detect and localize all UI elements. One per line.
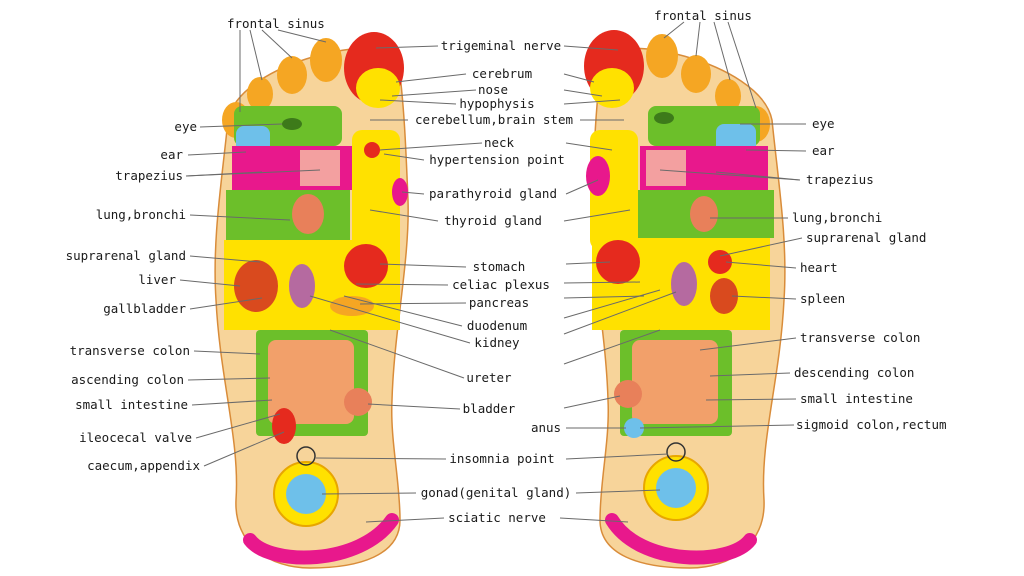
label-neck: neck [484,135,515,150]
left-sciatic-band [243,513,399,565]
label-sciatic-nerve: sciatic nerve [448,510,546,525]
left-caecum-organ [272,408,296,444]
label-right-eye: eye [812,116,835,131]
right-sciatic-band [605,513,757,565]
right-parathyroid-spot [586,156,610,196]
label-left-suprarenal-gland: suprarenal gland [66,248,186,263]
label-left-ileocecal-valve: ileocecal valve [79,430,192,445]
label-bladder: bladder [463,401,516,416]
label-left-transverse-colon: transverse colon [70,343,190,358]
right-toe-3 [681,55,711,93]
label-right-transverse-colon: transverse colon [800,330,920,345]
label-right-suprarenal-gland: suprarenal gland [806,230,926,245]
right-insomnia-ring [666,442,686,462]
label-left-eye: eye [174,119,197,134]
label-right-sigmoid-colon-rectum: sigmoid colon,rectum [796,417,947,432]
left-intestine-organ [268,340,354,424]
label-right-trapezius: trapezius [806,172,874,187]
left-shoulder-figure [300,150,340,186]
label-left-gallbladder: gallbladder [103,301,186,316]
left-gonad-inner [286,474,326,514]
label-hypertension-point: hypertension point [429,152,564,167]
right-bladder-organ [614,380,642,408]
label-left-frontal-sinus: frontal sinus [227,16,325,31]
right-gonad-inner [656,468,696,508]
left-bladder-organ [344,388,372,416]
label-nose: nose [478,82,508,97]
right-stomach-organ [596,240,640,284]
right-intestine-organ [632,340,718,424]
left-labels: frontal sinus eye ear trapezius lung,bro… [66,16,325,473]
label-thyroid-gland: thyroid gland [444,213,542,228]
right-shoulder-figure [646,150,686,186]
left-foot [214,32,409,569]
label-left-ascending-colon: ascending colon [71,372,184,387]
right-foot [584,30,786,569]
left-toe-3 [277,56,307,94]
label-cerebellum-brain-stem: cerebellum,brain stem [415,112,573,127]
right-cerebrum-area [590,68,634,108]
label-right-small-intestine: small intestine [800,391,913,406]
left-lung-band [226,190,350,240]
right-toe-2 [646,34,678,78]
label-insomnia-point: insomnia point [449,451,554,466]
left-neck-spot [364,142,380,158]
label-anus: anus [531,420,561,435]
right-anus-spot [624,418,644,438]
left-toe-2 [310,38,342,82]
label-left-caecum-appendix: caecum,appendix [87,458,200,473]
leader-lines [179,21,807,523]
label-trigeminal-nerve: trigeminal nerve [441,38,561,53]
label-kidney: kidney [474,335,520,350]
label-hypophysis: hypophysis [459,96,534,111]
label-left-lung-bronchi: lung,bronchi [96,207,186,222]
center-labels: trigeminal nerve cerebrum nose hypophysi… [415,38,573,525]
label-left-ear: ear [160,147,183,162]
label-left-liver: liver [138,272,176,287]
left-parathyroid-spot [392,178,408,206]
right-kidney-organ [671,262,697,306]
label-gonad: gonad(genital gland) [421,485,572,500]
label-pancreas: pancreas [469,295,529,310]
label-ureter: ureter [466,370,512,385]
left-eye-spot [282,118,302,130]
right-heart-organ [708,250,732,274]
label-right-frontal-sinus: frontal sinus [654,8,752,23]
left-liver-organ [234,260,278,312]
left-cerebrum-area [356,68,400,108]
right-lung-organ [690,196,718,232]
label-right-descending-colon: descending colon [794,365,914,380]
right-toe-4 [715,79,741,113]
label-right-lung-bronchi: lung,bronchi [792,210,882,225]
label-duodenum: duodenum [467,318,527,333]
label-stomach: stomach [473,259,526,274]
left-insomnia-ring [296,446,316,466]
left-spine-column [352,130,400,250]
label-left-small-intestine: small intestine [75,397,188,412]
right-eye-spot [654,112,674,124]
label-left-trapezius: trapezius [115,168,183,183]
label-right-heart: heart [800,260,838,275]
left-kidney-organ [289,264,315,308]
label-right-ear: ear [812,143,835,158]
left-stomach-organ [344,244,388,288]
right-labels: frontal sinus eye ear trapezius lung,bro… [654,8,946,432]
left-toe-4 [247,77,273,111]
label-parathyroid-gland: parathyroid gland [429,186,557,201]
label-cerebrum: cerebrum [472,66,532,81]
label-right-spleen: spleen [800,291,845,306]
right-spleen-organ [710,278,738,314]
label-celiac-plexus: celiac plexus [452,277,550,292]
left-lung-organ [292,194,324,234]
